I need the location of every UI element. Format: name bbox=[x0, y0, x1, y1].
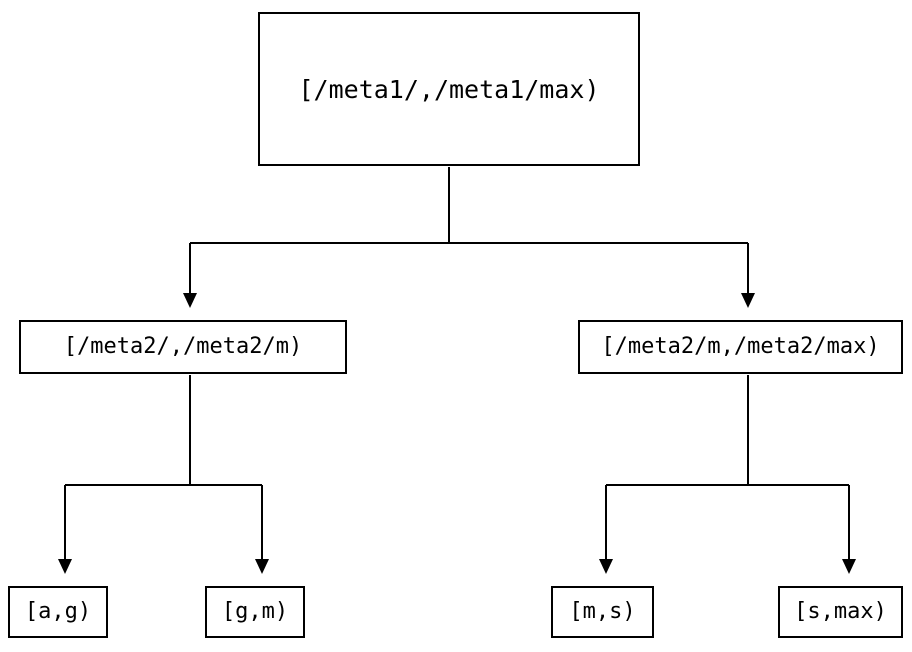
node-root[interactable]: [/meta1/,/meta1/max) bbox=[258, 12, 640, 166]
node-leaf-ms[interactable]: [m,s) bbox=[551, 586, 654, 638]
node-mid-left-label: [/meta2/,/meta2/m) bbox=[63, 334, 303, 359]
node-leaf-smax[interactable]: [s,max) bbox=[778, 586, 903, 638]
node-leaf-smax-label: [s,max) bbox=[794, 599, 887, 624]
edge-midright-to-leaves bbox=[605, 375, 850, 559]
node-mid-left[interactable]: [/meta2/,/meta2/m) bbox=[19, 320, 347, 374]
arrowhead-icon-to-mid-left bbox=[183, 293, 197, 308]
edge-midleft-to-leaves bbox=[64, 375, 263, 559]
arrowhead-icon-to-leaf-gm bbox=[255, 559, 269, 574]
node-leaf-ag[interactable]: [a,g) bbox=[8, 586, 108, 638]
arrowhead-icon-to-leaf-ms bbox=[599, 559, 613, 574]
node-leaf-gm[interactable]: [g,m) bbox=[205, 586, 305, 638]
arrowhead-icon-to-leaf-ag bbox=[58, 559, 72, 574]
node-leaf-ms-label: [m,s) bbox=[569, 599, 636, 624]
node-mid-right-label: [/meta2/m,/meta2/max) bbox=[601, 334, 880, 359]
arrowhead-icon-to-leaf-smax bbox=[842, 559, 856, 574]
node-root-label: [/meta1/,/meta1/max) bbox=[298, 74, 600, 104]
node-leaf-ag-label: [a,g) bbox=[24, 599, 92, 624]
node-mid-right[interactable]: [/meta2/m,/meta2/max) bbox=[578, 320, 903, 374]
arrowhead-icon-to-mid-right bbox=[741, 293, 755, 308]
node-leaf-gm-label: [g,m) bbox=[221, 599, 289, 624]
edge-root-to-mid-level bbox=[189, 167, 749, 293]
